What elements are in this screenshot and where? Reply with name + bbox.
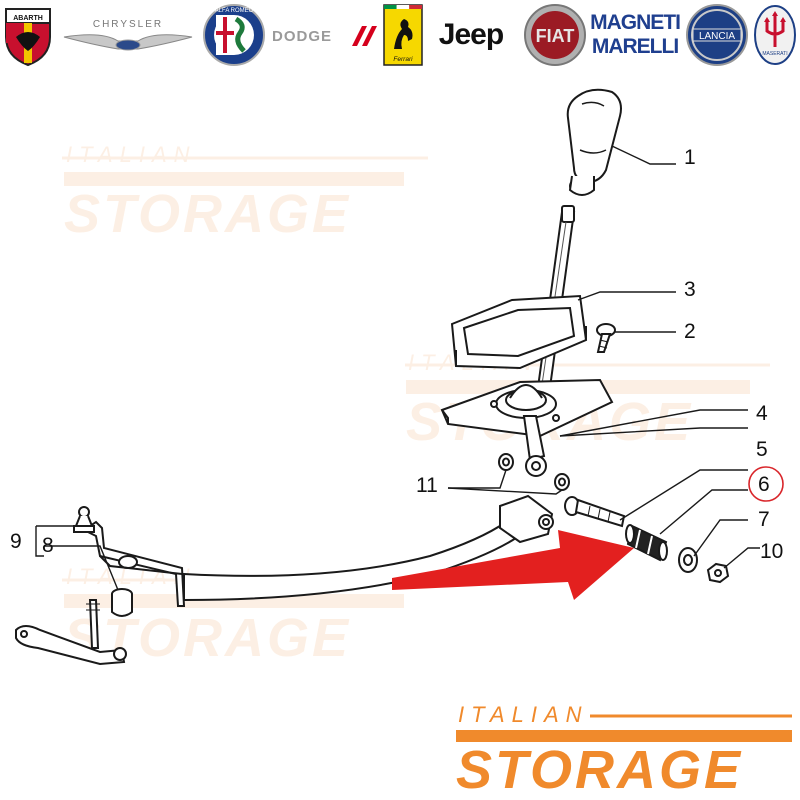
part-8-bushing-block[interactable] xyxy=(111,588,133,617)
part-9-ball-pin[interactable] xyxy=(73,506,95,533)
ferrari-text: Ferrari xyxy=(393,56,413,63)
callout-10: 10 xyxy=(760,540,783,563)
lancia-shield-icon: LANCIA xyxy=(686,4,748,66)
jeep-text: Jeep xyxy=(438,18,504,51)
watermark-bottom-left: ITALIAN STORAGE xyxy=(62,564,428,668)
callout-8: 8 xyxy=(42,534,54,557)
red-pointer-arrow xyxy=(392,530,634,600)
part-2-screw[interactable] xyxy=(596,323,616,353)
callout-1: 1 xyxy=(684,146,696,169)
alfa-romeo-logo[interactable]: ALFA ROMEO xyxy=(202,2,266,68)
watermark-italian: ITALIAN xyxy=(66,142,197,167)
watermark-storage: STORAGE xyxy=(64,184,351,244)
part-5-bolt[interactable] xyxy=(564,496,626,528)
chrysler-logo[interactable]: CHRYSLER xyxy=(62,2,194,68)
part-linkage-rod xyxy=(183,494,554,602)
chrysler-wings-icon: CHRYSLER xyxy=(63,19,193,51)
ferrari-logo[interactable]: Ferrari xyxy=(382,2,424,68)
italian-storage-watermark: ITALIAN STORAGE xyxy=(448,702,792,800)
marelli-text: MARELLI xyxy=(591,35,679,58)
callout-6-highlight-circle xyxy=(748,466,784,502)
abarth-text: ABARTH xyxy=(13,15,43,22)
callout-5: 5 xyxy=(756,438,768,461)
watermark-label-mask xyxy=(448,708,590,724)
watermark-top-left: ITALIAN STORAGE xyxy=(62,142,428,244)
part-7-washer[interactable] xyxy=(678,547,698,573)
part-6-spacer-bush[interactable] xyxy=(625,524,668,562)
maserati-text: MASERATI xyxy=(762,51,787,57)
maserati-trident-icon: MASERATI xyxy=(754,5,796,65)
watermark-italian: ITALIAN xyxy=(458,702,589,727)
callout-4: 4 xyxy=(756,402,768,425)
lancia-logo[interactable]: LANCIA xyxy=(684,2,750,68)
fiat-logo[interactable]: FIAT xyxy=(522,2,588,68)
dodge-logo[interactable]: DODGE xyxy=(270,2,378,68)
magneti-text: MAGNETI xyxy=(590,11,681,34)
part-10-nut[interactable] xyxy=(706,562,730,584)
abarth-logo[interactable]: ABARTH xyxy=(2,2,54,68)
alfa-romeo-roundel-icon: ALFA ROMEO xyxy=(203,4,265,66)
maserati-logo[interactable]: MASERATI xyxy=(752,2,798,68)
dodge-stripes-icon: DODGE xyxy=(272,26,377,46)
callout-3: 3 xyxy=(684,278,696,301)
callout-6: 6 xyxy=(758,473,770,496)
ferrari-horse-icon: Ferrari xyxy=(383,4,423,66)
alfa-romeo-text: ALFA ROMEO xyxy=(215,8,254,14)
callout-11: 11 xyxy=(416,474,438,497)
lancia-text: LANCIA xyxy=(699,31,735,42)
leader-lines xyxy=(35,145,760,591)
jeep-logo[interactable]: Jeep xyxy=(428,2,514,68)
part-bracket-assembly xyxy=(82,520,186,607)
chrysler-text: CHRYSLER xyxy=(93,19,163,30)
abarth-shield-icon: ABARTH xyxy=(5,8,51,67)
fiat-text: FIAT xyxy=(536,26,575,46)
fiat-badge-icon: FIAT xyxy=(524,4,586,66)
callout-7: 7 xyxy=(758,508,770,531)
part-lower-pin-lever xyxy=(15,599,127,666)
callout-labels: 1 3 2 4 5 6 7 10 11 9 8 xyxy=(10,146,783,563)
magneti-marelli-logo[interactable]: MAGNETI MARELLI xyxy=(590,2,681,68)
callout-2: 2 xyxy=(684,320,696,343)
part-lower-lever xyxy=(522,415,547,477)
part-3-boot-frame[interactable] xyxy=(450,294,588,370)
part-1-gear-knob[interactable] xyxy=(566,88,622,196)
part-4-base-plate[interactable] xyxy=(440,378,614,438)
brand-logo-bar: ABARTH CHRYSLER ALFA ROMEO xyxy=(0,0,800,72)
callout-9: 9 xyxy=(10,530,22,553)
watermark-bar xyxy=(456,730,792,742)
watermark-storage: STORAGE xyxy=(456,740,743,800)
dodge-text: DODGE xyxy=(272,28,332,45)
